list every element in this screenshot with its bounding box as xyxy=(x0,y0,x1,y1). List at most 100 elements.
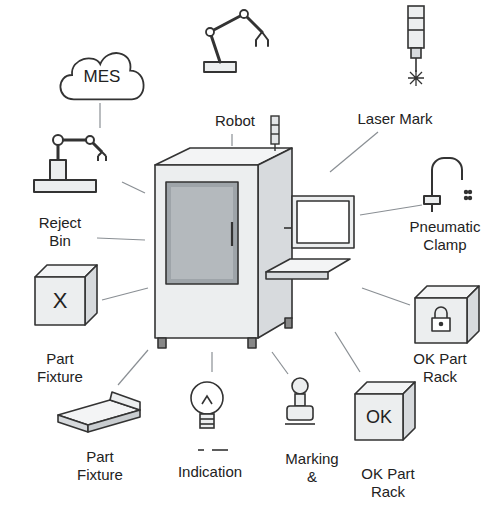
leader-line xyxy=(102,288,148,300)
leader-line xyxy=(99,103,100,128)
laser-icon xyxy=(408,6,424,48)
leader-line xyxy=(122,182,145,193)
machine-cabinet xyxy=(258,148,292,338)
lock-rack-icon xyxy=(432,318,450,331)
robot-icon xyxy=(240,10,248,18)
bulb-icon xyxy=(191,382,223,414)
stamp-icon xyxy=(285,378,315,424)
box-face xyxy=(355,394,403,440)
leader-line xyxy=(231,134,232,146)
fixture-tray-icon xyxy=(88,410,140,432)
leader-line xyxy=(362,288,410,305)
part-label: Pneumatic Clamp xyxy=(398,218,493,254)
bulb-icon xyxy=(200,418,214,420)
box-node: X xyxy=(35,265,97,325)
part-label: Laser Mark xyxy=(345,110,445,128)
reject-arm-icon xyxy=(58,140,102,160)
robot-icon xyxy=(204,10,268,72)
cloud-node: MES xyxy=(58,48,146,102)
leader-line xyxy=(97,103,422,385)
clamp-icon xyxy=(424,158,471,212)
clamp-icon xyxy=(432,158,462,196)
clamp-icon xyxy=(469,197,471,199)
part-label: Robot xyxy=(200,112,270,130)
operator-monitor xyxy=(284,227,292,229)
stamp-icon xyxy=(287,406,313,420)
lock-rack-icon xyxy=(435,307,447,318)
part-label: Indication xyxy=(165,463,255,481)
node-text: MES xyxy=(84,67,121,87)
signal-beacon xyxy=(271,116,279,151)
reject-arm-icon xyxy=(53,135,63,145)
robot-icon xyxy=(204,62,236,72)
laser-icon xyxy=(408,29,424,31)
lock-rack-icon xyxy=(415,286,479,343)
bulb-icon xyxy=(202,396,212,404)
node-text: X xyxy=(53,288,68,314)
box-node: OK xyxy=(355,382,415,440)
signal-beacon xyxy=(271,133,279,134)
leader-line xyxy=(118,350,148,385)
box-face xyxy=(403,382,415,440)
robot-icon xyxy=(206,28,214,36)
part-label: OK Part Rack xyxy=(405,350,475,386)
part-label: Part Fixture xyxy=(30,350,90,386)
laser-icon xyxy=(408,17,424,19)
node-text: OK xyxy=(366,407,392,428)
robot-icon xyxy=(210,14,262,62)
clamp-icon xyxy=(465,191,467,193)
clamp-icon xyxy=(424,196,440,204)
reject-arm-icon xyxy=(34,180,96,192)
bulb-icon xyxy=(198,449,204,451)
laser-icon xyxy=(411,48,421,58)
clamp-icon xyxy=(469,191,471,193)
operator-monitor xyxy=(266,259,350,272)
operator-monitor xyxy=(266,196,354,279)
operator-monitor xyxy=(297,201,349,243)
lock-rack-icon xyxy=(440,323,443,326)
reject-arm-icon xyxy=(50,160,66,180)
machine-cabinet xyxy=(158,338,166,348)
reject-arm-icon xyxy=(98,152,106,161)
leader-line xyxy=(335,332,360,372)
lock-rack-icon xyxy=(467,286,479,343)
laser-icon xyxy=(408,70,424,86)
machine-cabinet xyxy=(248,338,256,348)
leader-line xyxy=(330,132,378,172)
bulb-icon xyxy=(191,382,228,450)
part-label: Reject Bin xyxy=(30,214,90,250)
signal-beacon xyxy=(271,116,279,144)
box-face xyxy=(85,265,97,325)
signal-beacon xyxy=(271,124,279,125)
clamp-icon xyxy=(431,204,433,212)
machine-cabinet xyxy=(155,148,292,348)
box-face xyxy=(35,277,85,325)
machine-cabinet xyxy=(166,182,238,284)
part-label: Marking & xyxy=(281,450,343,486)
fixture-tray-icon xyxy=(110,392,140,410)
signal-beacon xyxy=(274,144,275,151)
machine-cabinet xyxy=(285,318,292,328)
bulb-icon xyxy=(200,423,214,425)
cloud-outline xyxy=(60,53,143,99)
stamp-icon xyxy=(285,423,315,425)
bulb-icon xyxy=(212,449,228,451)
part-label: Part Fixture xyxy=(70,448,130,484)
operator-monitor xyxy=(292,196,354,248)
machine-cabinet xyxy=(155,165,258,338)
robot-icon xyxy=(256,32,268,46)
reject-arm-icon xyxy=(86,136,94,144)
stamp-icon xyxy=(295,394,305,406)
part-label: OK Part Rack xyxy=(353,465,423,501)
bulb-icon xyxy=(200,414,214,428)
leader-line xyxy=(97,238,145,240)
operator-monitor xyxy=(266,272,328,279)
leader-line xyxy=(211,352,212,372)
fixture-tray-icon xyxy=(58,415,88,432)
reject-arm-icon xyxy=(34,135,106,192)
lock-rack-icon xyxy=(415,298,467,343)
laser-icon xyxy=(408,6,424,86)
clamp-icon xyxy=(465,197,467,199)
machine-cabinet xyxy=(171,187,233,279)
